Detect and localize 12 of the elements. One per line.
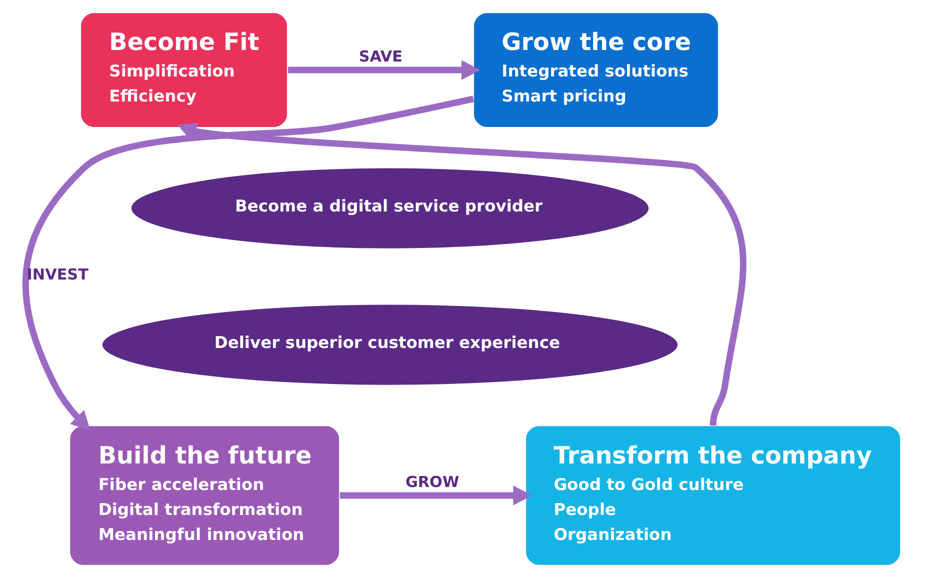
node-box: Transform the company Good to Gold culture People Organization: [524, 425, 901, 566]
edge-label: SAVE: [358, 48, 402, 66]
arrow: [22, 96, 474, 430]
node-ellipse: Become a digital service provider: [130, 167, 650, 250]
arrow: [339, 486, 532, 506]
edge-label: GROW: [404, 473, 459, 492]
node-box: Become Fit Simplification Efficiency: [79, 12, 288, 128]
arrow: [177, 122, 746, 426]
arrow: [287, 60, 480, 80]
node-ellipse: Deliver superior customer experience: [100, 304, 678, 386]
node-box: Grow the core Integrated solutions Smart pricing: [472, 12, 719, 128]
node-box: Build the future Fiber acceleration Digital transformation Meaningful innovation: [68, 425, 340, 566]
